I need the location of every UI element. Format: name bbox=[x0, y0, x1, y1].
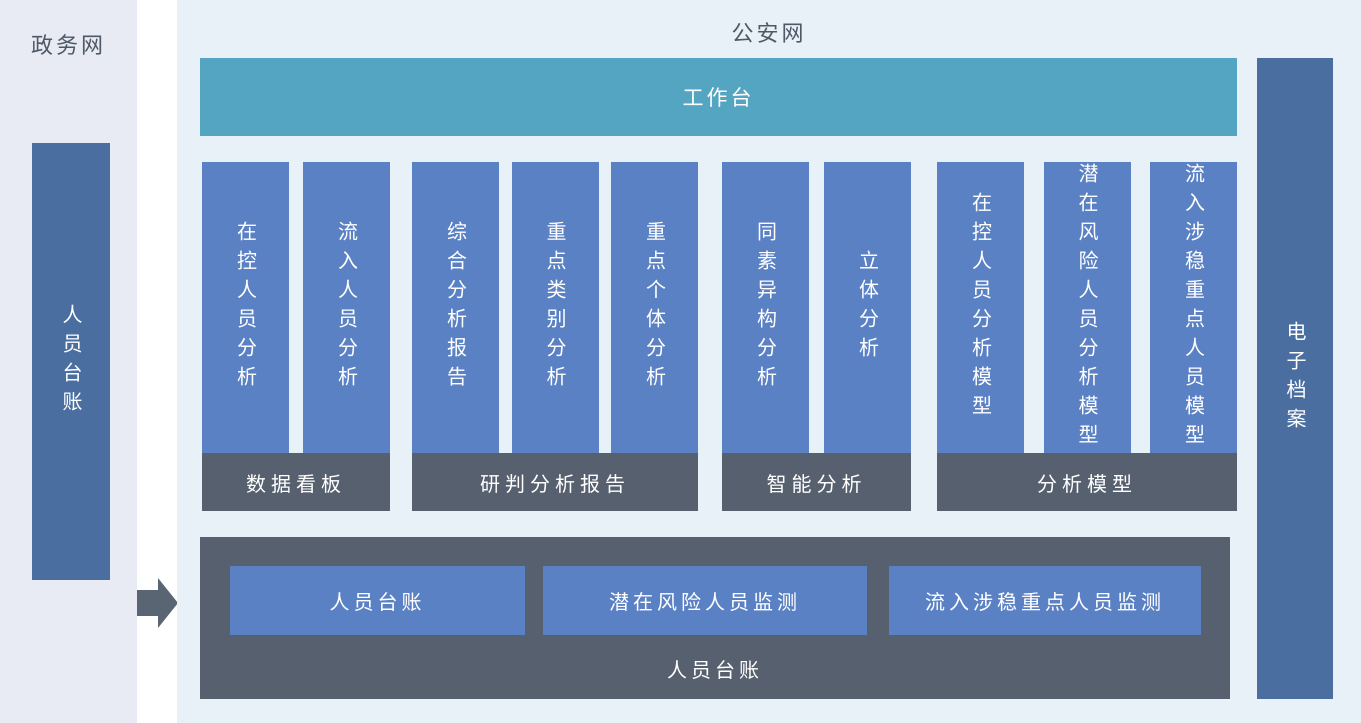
personnel-ledger-button: 人员台账 bbox=[230, 566, 525, 635]
personnel-ledger-box-label: 人员台账 bbox=[667, 658, 763, 682]
module-label: 流入涉稳重点人员模型 bbox=[1181, 162, 1206, 453]
group-footer-intelligent-analysis: 智能分析 bbox=[722, 453, 911, 511]
government-network-zone: 政务网 人员台账 bbox=[0, 0, 137, 723]
module-box: 在控人员分析模型 bbox=[937, 162, 1024, 453]
workbench-bar: 工作台 bbox=[200, 58, 1237, 136]
electronic-archive-bar-label: 电子档案 bbox=[1283, 320, 1307, 437]
personnel-ledger-box: 人员台账 潜在风险人员监测 流入涉稳重点人员监测 人员台账 bbox=[200, 537, 1230, 699]
module-box: 流入涉稳重点人员模型 bbox=[1150, 162, 1237, 453]
module-box: 重点类别分析 bbox=[511, 162, 599, 453]
module-label: 同素异构分析 bbox=[753, 220, 778, 395]
group-intelligent-analysis-columns: 同素异构分析 立体分析 bbox=[722, 162, 911, 453]
group-data-dashboard-columns: 在控人员分析 流入人员分析 bbox=[202, 162, 390, 453]
inflow-key-personnel-monitoring-button: 流入涉稳重点人员监测 bbox=[889, 566, 1201, 635]
group-intelligent-analysis: 同素异构分析 立体分析 智能分析 bbox=[722, 162, 911, 511]
module-label: 在控人员分析模型 bbox=[968, 191, 993, 424]
module-label: 立体分析 bbox=[855, 249, 880, 366]
module-box: 立体分析 bbox=[824, 162, 911, 453]
police-network-title: 公安网 bbox=[731, 22, 807, 47]
group-analysis-models: 在控人员分析模型 潜在风险人员分析模型 流入涉稳重点人员模型 分析模型 bbox=[937, 162, 1237, 511]
module-label: 重点个体分析 bbox=[642, 220, 667, 395]
module-label: 综合分析报告 bbox=[443, 220, 468, 395]
police-network-zone: 公安网 工作台 在控人员分析 流入人员分析 数据看板 综合分析报告 重点类别 bbox=[177, 0, 1361, 723]
module-label: 流入人员分析 bbox=[334, 220, 359, 395]
group-footer-analysis-models: 分析模型 bbox=[937, 453, 1237, 511]
module-box: 重点个体分析 bbox=[611, 162, 698, 453]
group-analysis-report-columns: 综合分析报告 重点类别分析 重点个体分析 bbox=[412, 162, 698, 453]
module-label: 重点类别分析 bbox=[543, 220, 567, 395]
electronic-archive-bar: 电子档案 bbox=[1257, 58, 1333, 699]
government-network-title: 政务网 bbox=[30, 34, 106, 59]
module-box: 在控人员分析 bbox=[202, 162, 289, 453]
group-analysis-report: 综合分析报告 重点类别分析 重点个体分析 研判分析报告 bbox=[412, 162, 698, 511]
module-box: 潜在风险人员分析模型 bbox=[1043, 162, 1131, 453]
module-box: 同素异构分析 bbox=[722, 162, 809, 453]
module-label: 在控人员分析 bbox=[233, 220, 258, 395]
group-footer-analysis-report: 研判分析报告 bbox=[412, 453, 698, 511]
module-box: 流入人员分析 bbox=[303, 162, 390, 453]
group-data-dashboard: 在控人员分析 流入人员分析 数据看板 bbox=[202, 162, 390, 511]
group-analysis-models-columns: 在控人员分析模型 潜在风险人员分析模型 流入涉稳重点人员模型 bbox=[937, 162, 1237, 453]
right-arrow-icon bbox=[137, 578, 178, 628]
module-label: 潜在风险人员分析模型 bbox=[1075, 162, 1099, 453]
group-footer-data-dashboard: 数据看板 bbox=[202, 453, 390, 511]
personnel-ledger-side-bar: 人员台账 bbox=[32, 143, 110, 580]
personnel-ledger-side-bar-label: 人员台账 bbox=[59, 303, 83, 420]
potential-risk-monitoring-button: 潜在风险人员监测 bbox=[543, 566, 867, 635]
module-box: 综合分析报告 bbox=[412, 162, 499, 453]
